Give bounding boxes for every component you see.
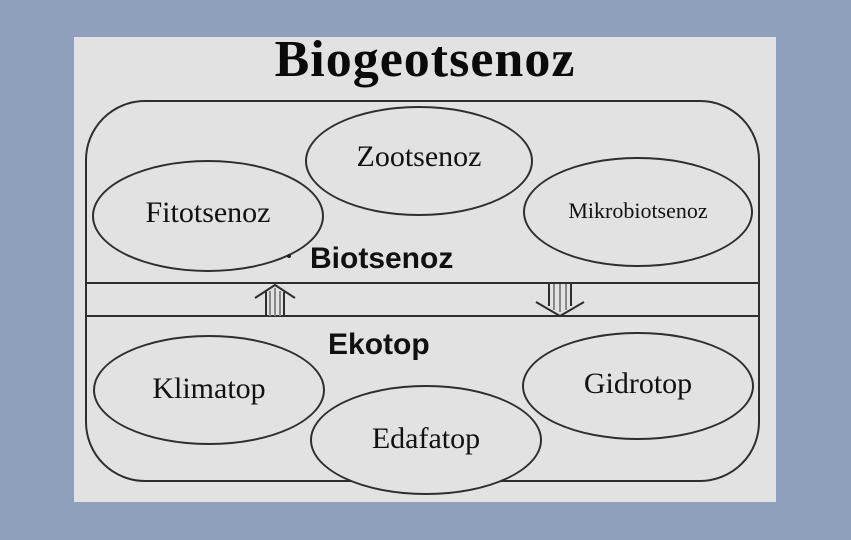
edafatop-bubble <box>310 385 542 495</box>
klimatop-label: Klimatop <box>152 372 266 405</box>
biotsenoz-heading: Biotsenoz <box>310 242 454 275</box>
down-arrow-icon <box>535 284 585 318</box>
diagram-title: Biogeotsenoz <box>274 31 576 88</box>
ekotop-heading: Ekotop <box>328 328 430 361</box>
mikrobiotsenoz-label: Mikrobiotsenoz <box>568 198 708 223</box>
fitotsenoz-label: Fitotsenoz <box>145 196 271 229</box>
gidrotop-label: Gidrotop <box>583 367 693 400</box>
mikrobiotsenoz-bubble <box>523 157 753 267</box>
zootsenoz-bubble <box>305 106 533 216</box>
fitotsenoz-bubble <box>92 160 324 272</box>
up-arrow-icon <box>254 283 296 316</box>
zootsenoz-label: Zootsenoz <box>356 140 482 173</box>
exchange-band <box>87 282 759 317</box>
marker-dot <box>287 254 291 258</box>
klimatop-bubble <box>93 335 325 445</box>
gidrotop-bubble <box>522 332 754 440</box>
edafatop-label: Edafatop <box>371 422 481 455</box>
